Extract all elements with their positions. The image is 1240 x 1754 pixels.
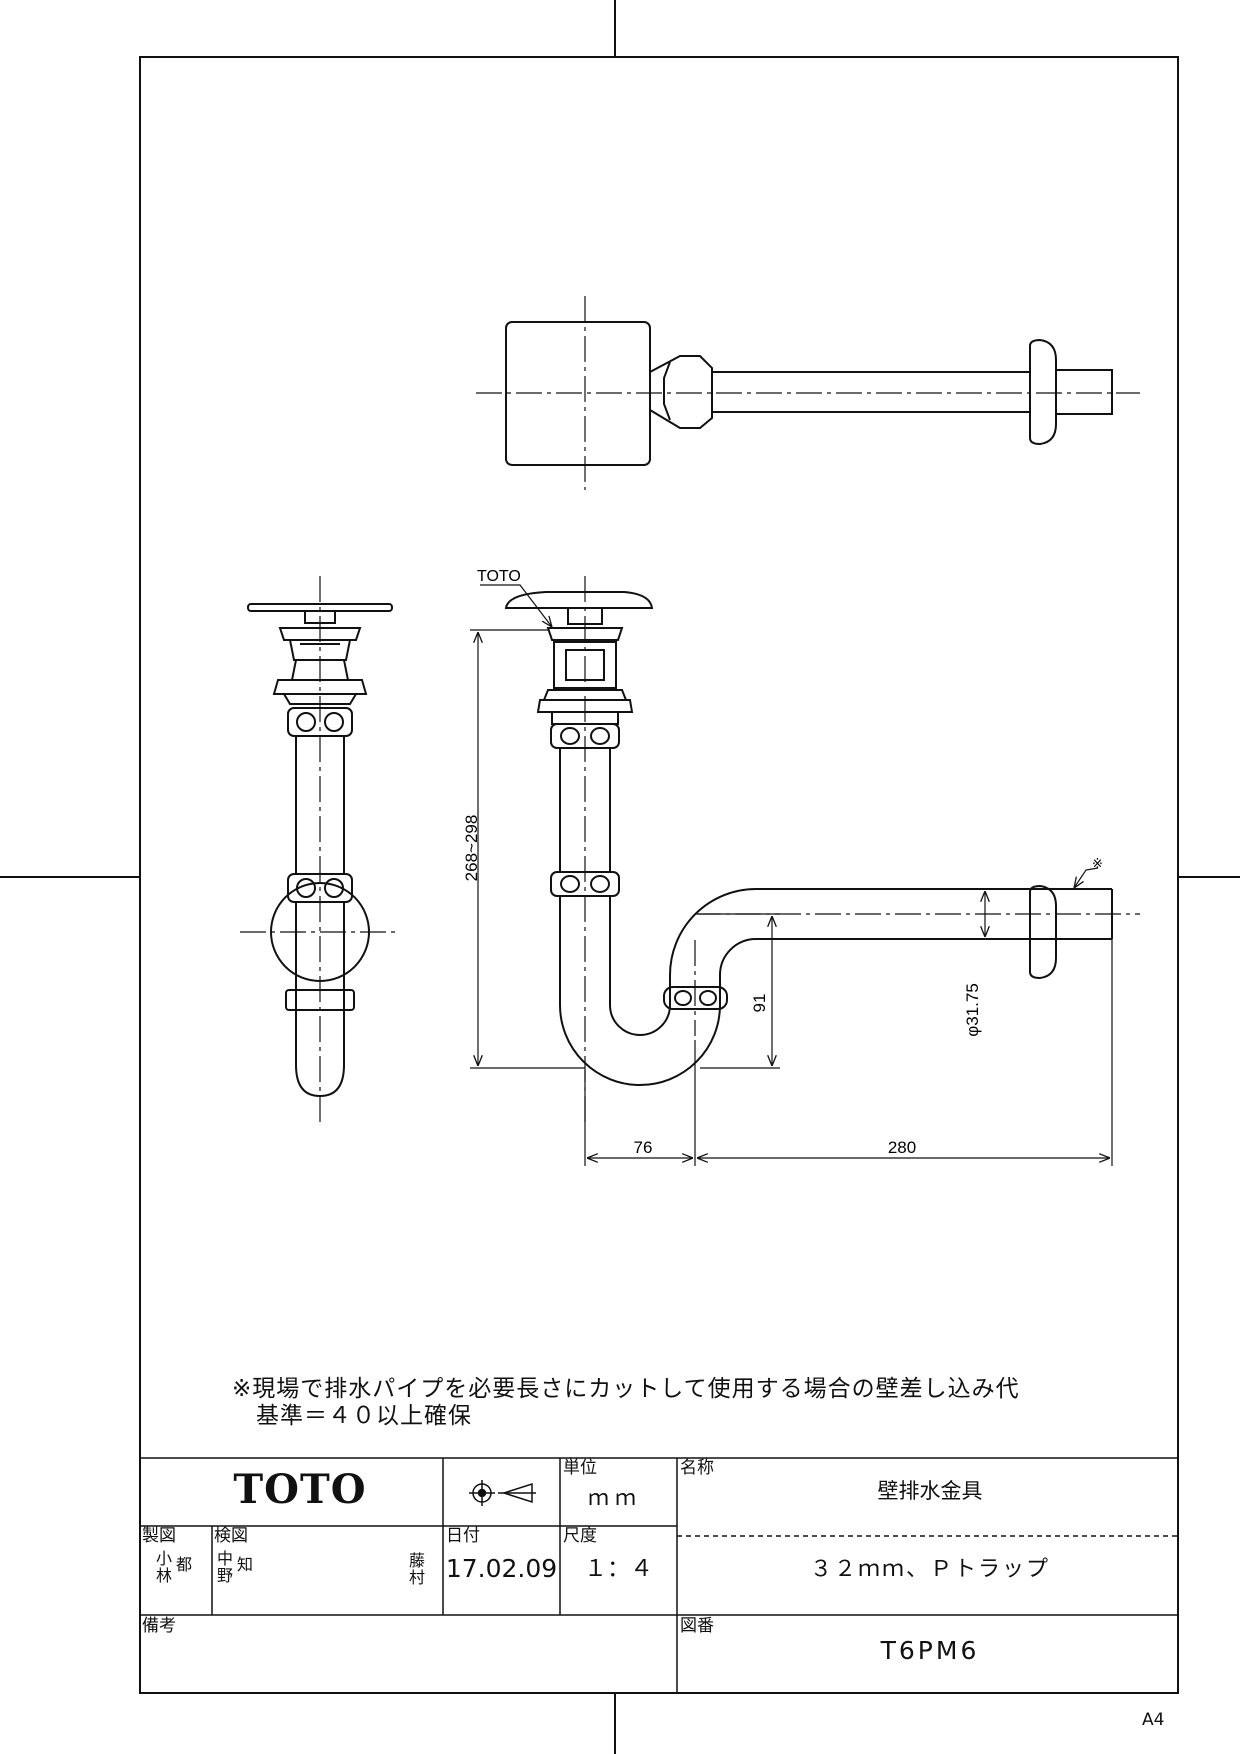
approved-by-stamp: 藤村 [408,1551,425,1587]
date-value: 17.02.09 [445,1554,558,1583]
description-value: ３２ｍｍ、Ｐトラップ [809,1557,1050,1582]
checked-by-stamp-2: 知 [236,1555,253,1574]
side-view-centerlines [240,576,400,1124]
dim-wall: 280 [888,1138,916,1157]
unit-label: 単位 [563,1458,597,1478]
top-view-centerlines [476,296,1140,490]
paper-size: A4 [1142,1710,1165,1730]
dim-trap-depth: 91 [750,994,769,1013]
scale-value: １：４ [584,1556,653,1582]
checked-label: 検図 [214,1526,248,1546]
remarks-label: 備考 [142,1616,176,1636]
scale-label: 尺度 [563,1526,597,1546]
toto-logo: TOTO [233,1466,367,1513]
checked-by-stamp-1: 中野 [216,1549,233,1585]
front-view-centerlines [584,576,1140,1124]
name-value: 壁排水金具 [877,1479,983,1503]
note-line-1: ※現場で排水パイプを必要長さにカットして使用する場合の壁差し込み代 [232,1376,1020,1402]
top-view [505,321,1113,466]
front-view [504,591,1113,1086]
date-label: 日付 [446,1526,480,1546]
drawn-label: 製図 [142,1526,176,1546]
dimension-lines [470,584,1113,1166]
note-line-2: 基準＝４０以上確保 [256,1403,472,1429]
drawn-by-stamp-1: 小林 [155,1549,172,1585]
projection-symbol [469,1480,536,1506]
mark-note: ※ [1092,857,1103,872]
drawing-no-value: T6PM6 [880,1636,980,1665]
drawn-by-stamp-2: 都 [175,1555,192,1574]
drawing-no-label: 図番 [680,1616,714,1636]
dim-offset: 76 [634,1138,653,1157]
name-label: 名称 [680,1458,714,1478]
title-block-grid [140,1457,1178,1693]
dim-outlet-diameter: φ31.75 [963,983,982,1037]
label-toto: TOTO [477,568,521,585]
unit-value: ｍｍ [588,1486,642,1510]
dim-height: 268~298 [462,815,481,882]
